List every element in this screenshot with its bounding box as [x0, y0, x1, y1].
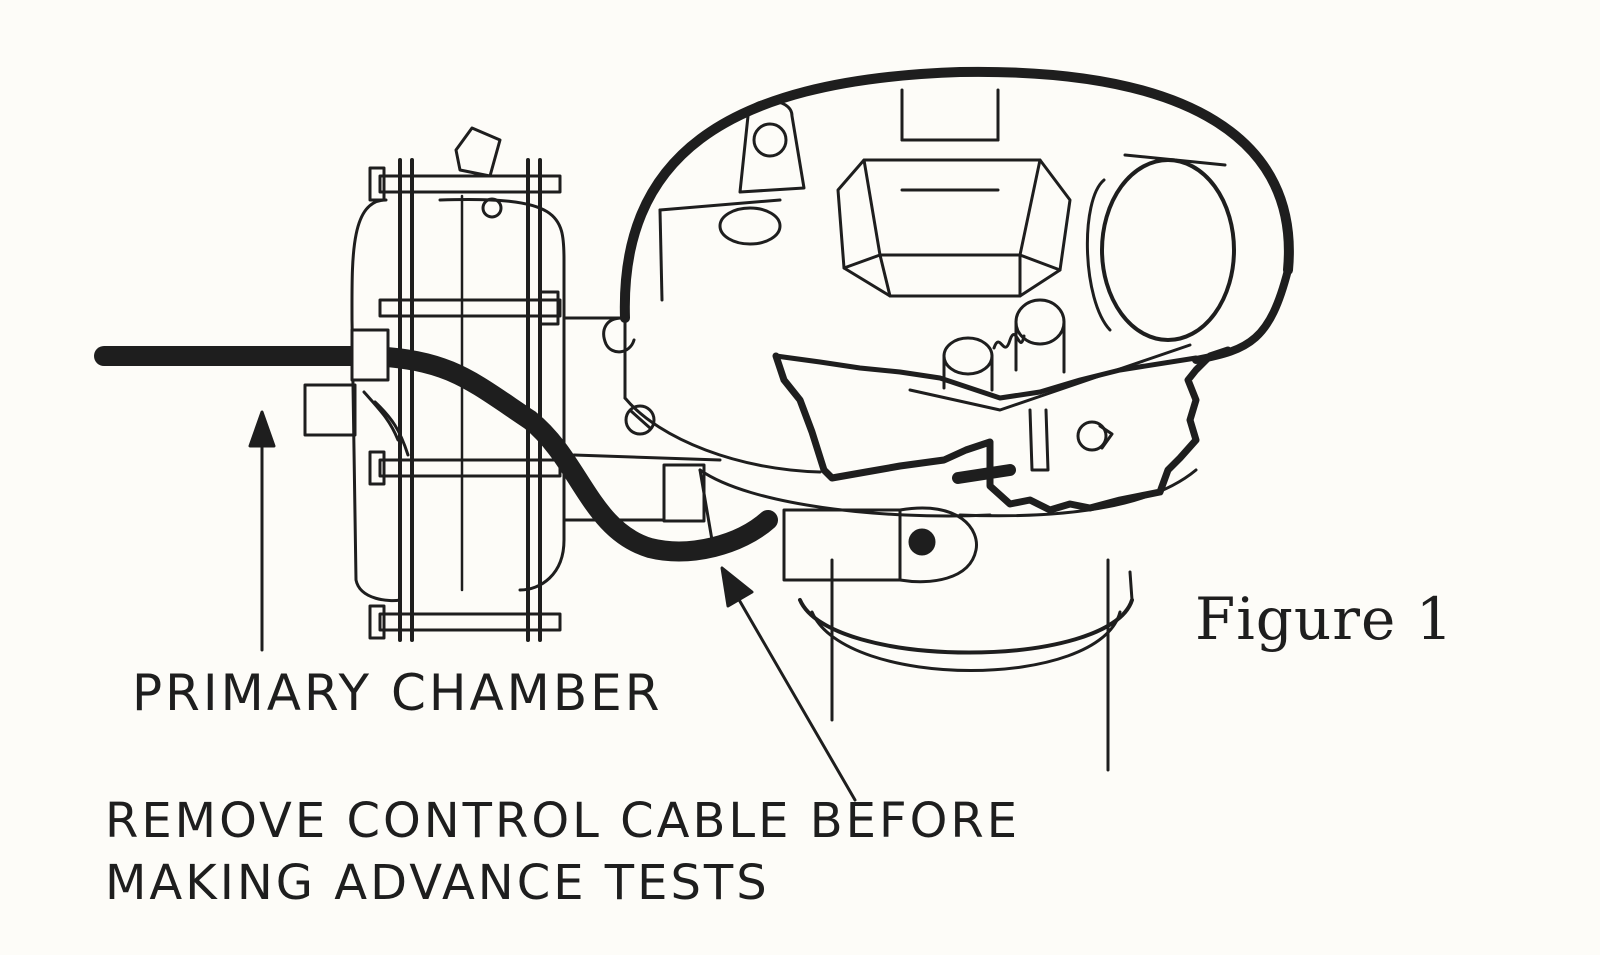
- mounting-plate: [562, 316, 722, 523]
- control-cable-arrow: [720, 566, 857, 802]
- vacuum-advance-chamber: [303, 126, 566, 642]
- remove-cable-instruction: REMOVE CONTROL CABLE BEFORE MAKING ADVAN…: [105, 790, 1020, 914]
- primary-chamber-label: PRIMARY CHAMBER: [132, 664, 663, 722]
- remove-cable-line-2: MAKING ADVANCE TESTS: [105, 855, 770, 911]
- remove-cable-line-1: REMOVE CONTROL CABLE BEFORE: [105, 793, 1021, 849]
- primary-chamber-arrow: [248, 410, 276, 652]
- control-cable: [94, 328, 1016, 562]
- distributor-base: [798, 558, 1134, 772]
- cutaway-top-edge: [773, 353, 1199, 401]
- breaker-plate-components: [658, 88, 1236, 472]
- cable-clamp: [698, 468, 992, 584]
- figure-caption: Figure 1: [1195, 585, 1454, 653]
- cutaway-edge: [772, 346, 1232, 514]
